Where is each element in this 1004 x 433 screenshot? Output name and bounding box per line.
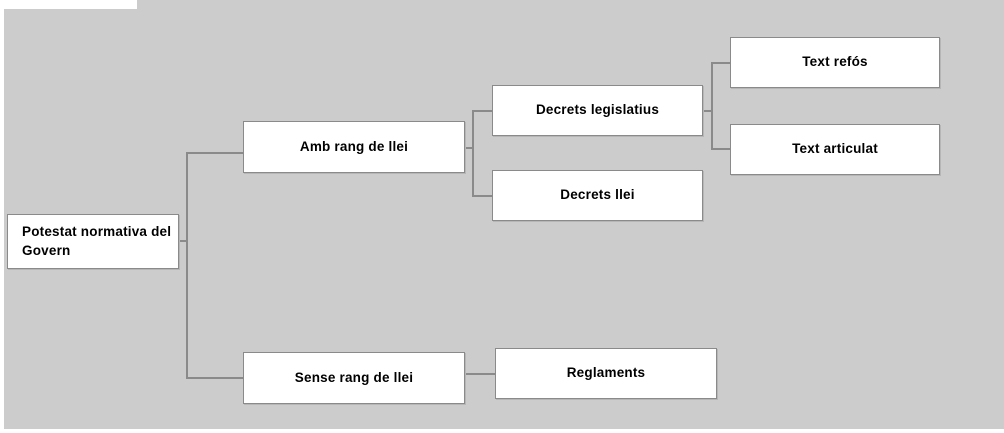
node-label: Amb rang de llei	[299, 138, 409, 154]
node-label: Sense rang de llei	[294, 369, 414, 385]
connector-decrets-legislatius-trunk	[711, 62, 713, 150]
node-potestat-normativa-del-govern[interactable]: Potestat normativa del Govern	[7, 214, 179, 269]
connector-decrets-legislatius-to-text-refos	[711, 62, 732, 64]
connector-root-trunk	[186, 152, 188, 379]
top-white-strip	[0, 0, 137, 9]
node-sense-rang-de-llei[interactable]: Sense rang de llei	[243, 352, 465, 404]
node-label: Text refós	[802, 54, 868, 70]
bottom-white-gutter	[0, 429, 1004, 433]
node-label: Text articulat	[792, 141, 878, 157]
node-decrets-llei[interactable]: Decrets llei	[492, 170, 703, 221]
connector-decrets-legislatius-to-text-articulat	[711, 148, 732, 150]
node-amb-rang-de-llei[interactable]: Amb rang de llei	[243, 121, 465, 173]
node-reglaments[interactable]: Reglaments	[495, 348, 717, 399]
node-text-articulat[interactable]: Text articulat	[730, 124, 940, 175]
node-label: Decrets legislatius	[535, 102, 660, 118]
connector-amb-rang-to-decrets-llei	[472, 195, 494, 197]
connector-amb-rang-trunk	[472, 110, 474, 196]
node-label: Reglaments	[566, 365, 646, 381]
node-label: Decrets llei	[560, 187, 635, 203]
connector-root-to-sense-rang	[186, 377, 244, 379]
connector-root-to-amb-rang	[186, 152, 244, 154]
connector-amb-rang-stub	[464, 147, 474, 149]
connector-sense-rang-to-reglaments	[464, 373, 497, 375]
connector-amb-rang-to-decrets-legislatius	[472, 110, 494, 112]
connector-root-stub	[178, 240, 188, 242]
node-decrets-legislatius[interactable]: Decrets legislatius	[492, 85, 703, 136]
left-white-gutter	[0, 9, 4, 433]
node-text-refos[interactable]: Text refós	[730, 37, 940, 88]
node-label: Potestat normativa del Govern	[22, 224, 172, 258]
connector-decrets-legislatius-stub	[701, 110, 713, 112]
